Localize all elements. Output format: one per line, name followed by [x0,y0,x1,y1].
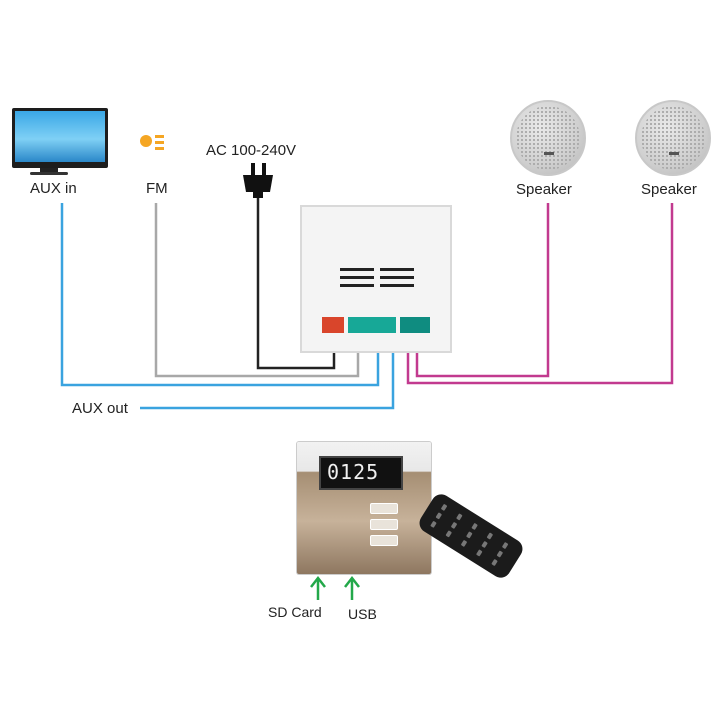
panel-button[interactable] [370,519,398,530]
remote-button [471,522,478,531]
remote-button [456,513,463,521]
ceiling-speaker-icon [510,100,586,176]
vent-slot [340,276,374,279]
aux-in-label: AUX in [30,180,77,197]
input-terminal-block [348,317,396,333]
vent-slot [340,284,374,287]
lcd-display [319,456,403,490]
ac-terminal [322,317,344,333]
remote-button [466,531,473,539]
remote-button [445,530,453,538]
vent-slot [380,276,414,279]
tv-base [30,172,68,175]
remote-button [450,521,458,530]
speaker-right-label: Speaker [641,181,697,198]
remote-button [460,539,468,548]
remote-button [486,532,494,540]
remote-button [440,503,448,511]
tv-icon [12,108,108,168]
usb-label: USB [348,606,377,622]
fm-wire [154,203,360,378]
power-plug-icon [243,163,273,198]
remote-button [496,550,504,558]
remote-button [501,541,509,550]
radio-icon [137,119,167,152]
remote-button [430,520,437,528]
aux-out-wire [140,330,395,410]
vent-slot [380,268,414,271]
remote-button [435,512,443,520]
ceiling-speaker-icon [635,100,711,176]
tv-stand [40,168,58,172]
aux-out-label: AUX out [72,400,128,417]
speaker-right-wire [406,203,674,385]
speaker-left-label: Speaker [516,181,572,198]
remote-button [491,558,498,567]
remote-button [475,549,483,557]
vent-slot [380,284,414,287]
ac-label: AC 100-240V [206,142,297,159]
aux-in-wire [60,203,380,387]
fm-label: FM [146,180,168,197]
sd-card-label: SD Card [268,604,322,620]
speaker-terminal-block [400,317,430,333]
remote-button [481,540,488,549]
usb-arrow-icon [344,575,360,600]
vent-slot [340,268,374,271]
panel-button[interactable] [370,503,398,514]
sd-card-arrow-icon [310,575,326,600]
speaker-left-wire [415,203,550,378]
panel-button[interactable] [370,535,398,546]
lcd-time: 0125 [327,460,380,484]
